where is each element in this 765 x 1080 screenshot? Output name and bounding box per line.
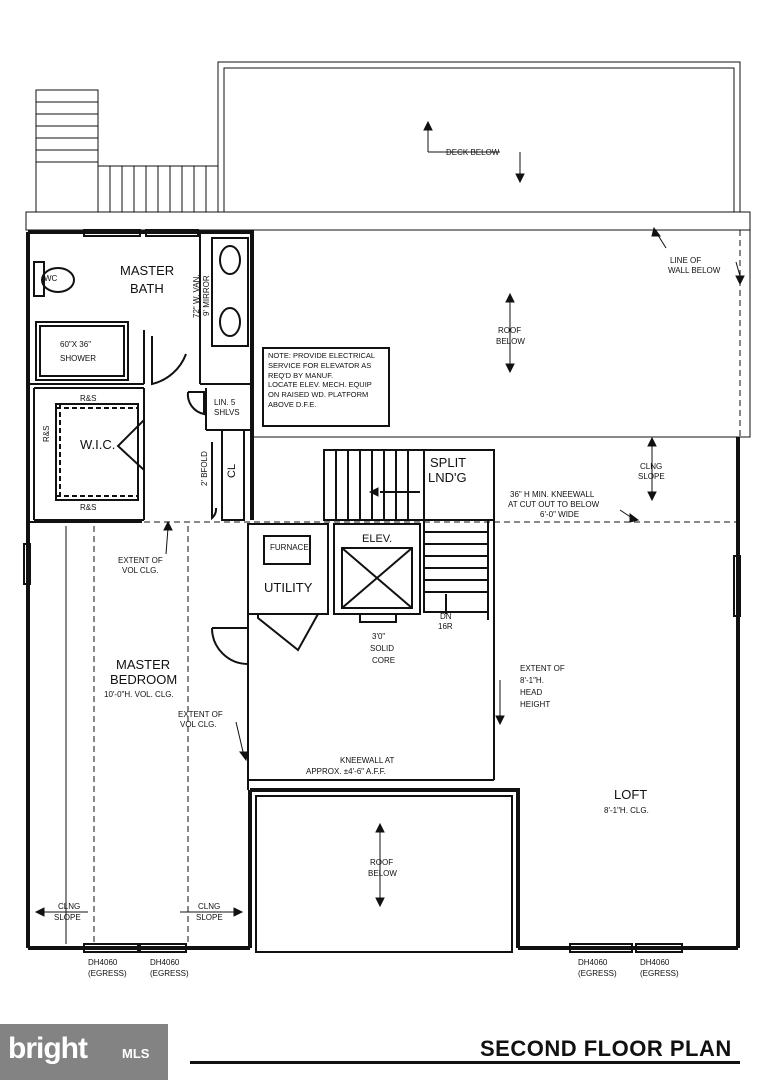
exterior-stairs xyxy=(35,89,219,213)
roof-below-top-label-2: BELOW xyxy=(496,337,525,346)
window-2-label-b: (EGRESS) xyxy=(150,969,189,978)
master-bedroom-label-1: MASTER xyxy=(116,657,171,672)
master-bath-label-1: MASTER xyxy=(120,263,175,278)
rs-left-label: R&S xyxy=(42,425,51,442)
page-title: SECOND FLOOR PLAN xyxy=(480,1036,732,1061)
rs-bottom-label: R&S xyxy=(80,503,97,512)
master-bath-label-2: BATH xyxy=(130,281,164,296)
window-3-label-a: DH4060 xyxy=(578,958,608,967)
brand-name: bright xyxy=(8,1032,88,1065)
electrical-note: NOTE: PROVIDE ELECTRICAL SERVICE FOR ELE… xyxy=(268,351,376,409)
deck-below-label: DECK BELOW xyxy=(446,148,500,157)
clng-slope-left-label-1: CLNG xyxy=(58,902,81,911)
window-4-label-a: DH4060 xyxy=(640,958,670,967)
master-bedroom-label-2: BEDROOM xyxy=(110,672,178,687)
clng-slope-right-label-1: CLNG xyxy=(640,462,663,471)
stair-down-label-1: DN xyxy=(440,612,452,621)
extent-vol-top-label-1: EXTENT OF xyxy=(118,556,163,565)
window-1-label-b: (EGRESS) xyxy=(88,969,127,978)
linen-label-1: LIN. 5 xyxy=(214,398,236,407)
window-1-label-a: DH4060 xyxy=(88,958,118,967)
extent-head-label-3: HEAD xyxy=(520,688,543,697)
clng-slope-mid-label-1: CLNG xyxy=(198,902,221,911)
extent-vol-mid-label-2: VOL CLG. xyxy=(180,720,217,729)
roof-below-bottom-label-1: ROOF xyxy=(370,858,394,867)
wic-label: W.I.C. xyxy=(80,437,116,452)
extent-head-label-2: 8'-1"H. xyxy=(520,676,544,685)
extent-head-label-1: EXTENT OF xyxy=(520,664,565,673)
brand-suffix: MLS xyxy=(122,1046,150,1061)
shower-label-2: SHOWER xyxy=(60,354,96,363)
split-landing-label-1: SPLIT xyxy=(430,455,467,470)
exterior-walls xyxy=(26,230,740,950)
window-3-label-b: (EGRESS) xyxy=(578,969,617,978)
roof-below-bottom-label-2: BELOW xyxy=(368,869,397,878)
loft-label-2: 8'-1"H. CLG. xyxy=(604,806,649,815)
clng-slope-left-label-2: SLOPE xyxy=(54,913,81,922)
eave-band xyxy=(25,211,751,231)
wc-label: WC xyxy=(44,274,58,283)
solid-core-label-3: CORE xyxy=(372,656,396,665)
brand-watermark xyxy=(0,1024,168,1080)
vanity-label-1: 72" W. VAN. xyxy=(192,274,201,318)
line-of-wall-label-1: LINE OF xyxy=(670,256,702,265)
master-bedroom-label-3: 10'-0"H. VOL. CLG. xyxy=(104,690,174,699)
kneewall-cutout-label-2: AT CUT OUT TO BELOW xyxy=(508,500,600,509)
clng-slope-right-label-2: SLOPE xyxy=(638,472,665,481)
extent-vol-mid-label-1: EXTENT OF xyxy=(178,710,223,719)
solid-core-label-1: 3'0" xyxy=(372,632,386,641)
roof-below-top-label-1: ROOF xyxy=(498,326,522,335)
title-underline xyxy=(190,1061,740,1064)
rs-top-label: R&S xyxy=(80,394,97,403)
vanity-label-2: 9' MIRROR xyxy=(202,275,211,316)
line-of-wall-label-2: WALL BELOW xyxy=(668,266,721,275)
electrical-note-box xyxy=(262,347,390,427)
kneewall-cutout-label-3: 6'-0" WIDE xyxy=(540,510,580,519)
clng-slope-mid-label-2: SLOPE xyxy=(196,913,223,922)
solid-core-label-2: SOLID xyxy=(370,644,395,653)
kneewall-approx-label-2: APPROX. ±4'-6" A.F.F. xyxy=(306,767,386,776)
extent-head-label-4: HEIGHT xyxy=(520,700,551,709)
utility-label: UTILITY xyxy=(264,580,313,595)
extent-vol-top-label-2: VOL CLG. xyxy=(122,566,159,575)
linen-label-2: SHLVS xyxy=(214,408,240,417)
furnace-label: FURNACE xyxy=(270,543,309,552)
window-4-label-b: (EGRESS) xyxy=(640,969,679,978)
elevator-label: ELEV. xyxy=(362,533,393,545)
bifold-label: 2' BFOLD xyxy=(200,451,209,486)
stair-down-label-2: 16R xyxy=(438,622,453,631)
loft-label-1: LOFT xyxy=(614,787,648,802)
closet-label: CL xyxy=(226,463,238,478)
split-landing-label-2: LND'G xyxy=(428,470,467,485)
window-2-label-a: DH4060 xyxy=(150,958,180,967)
shower-label-1: 60"X 36" xyxy=(60,340,92,349)
kneewall-approx-label-1: KNEEWALL AT xyxy=(340,756,395,765)
kneewall-cutout-label-1: 36" H MIN. KNEEWALL xyxy=(510,490,595,499)
deck-outline xyxy=(217,61,741,212)
